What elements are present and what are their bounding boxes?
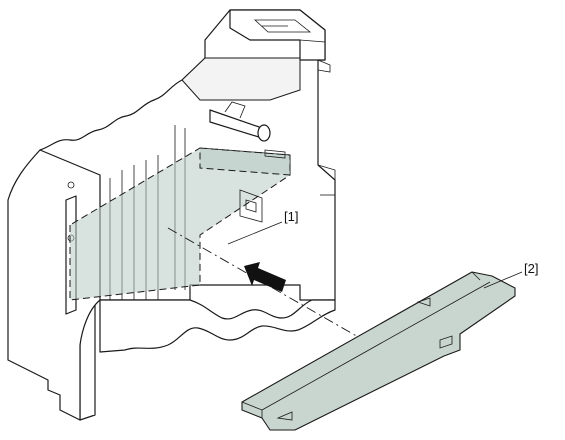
housing-front-lip	[99, 299, 336, 353]
callout-2: [2]	[524, 261, 538, 276]
housing-top-shelf	[181, 57, 301, 101]
loose-module	[241, 271, 516, 431]
insertion-arrow-icon	[244, 262, 286, 292]
latch-post	[209, 101, 271, 142]
callout-1: [1]	[284, 209, 298, 224]
housing-left-panel	[7, 149, 101, 421]
leader-line-1	[227, 221, 283, 245]
leader-line-2	[483, 271, 523, 289]
insertion-path-line	[167, 227, 361, 339]
connector-block	[229, 9, 326, 61]
installed-module-ghost	[69, 147, 291, 301]
module-installed-position	[69, 147, 291, 301]
module-card	[241, 271, 516, 431]
